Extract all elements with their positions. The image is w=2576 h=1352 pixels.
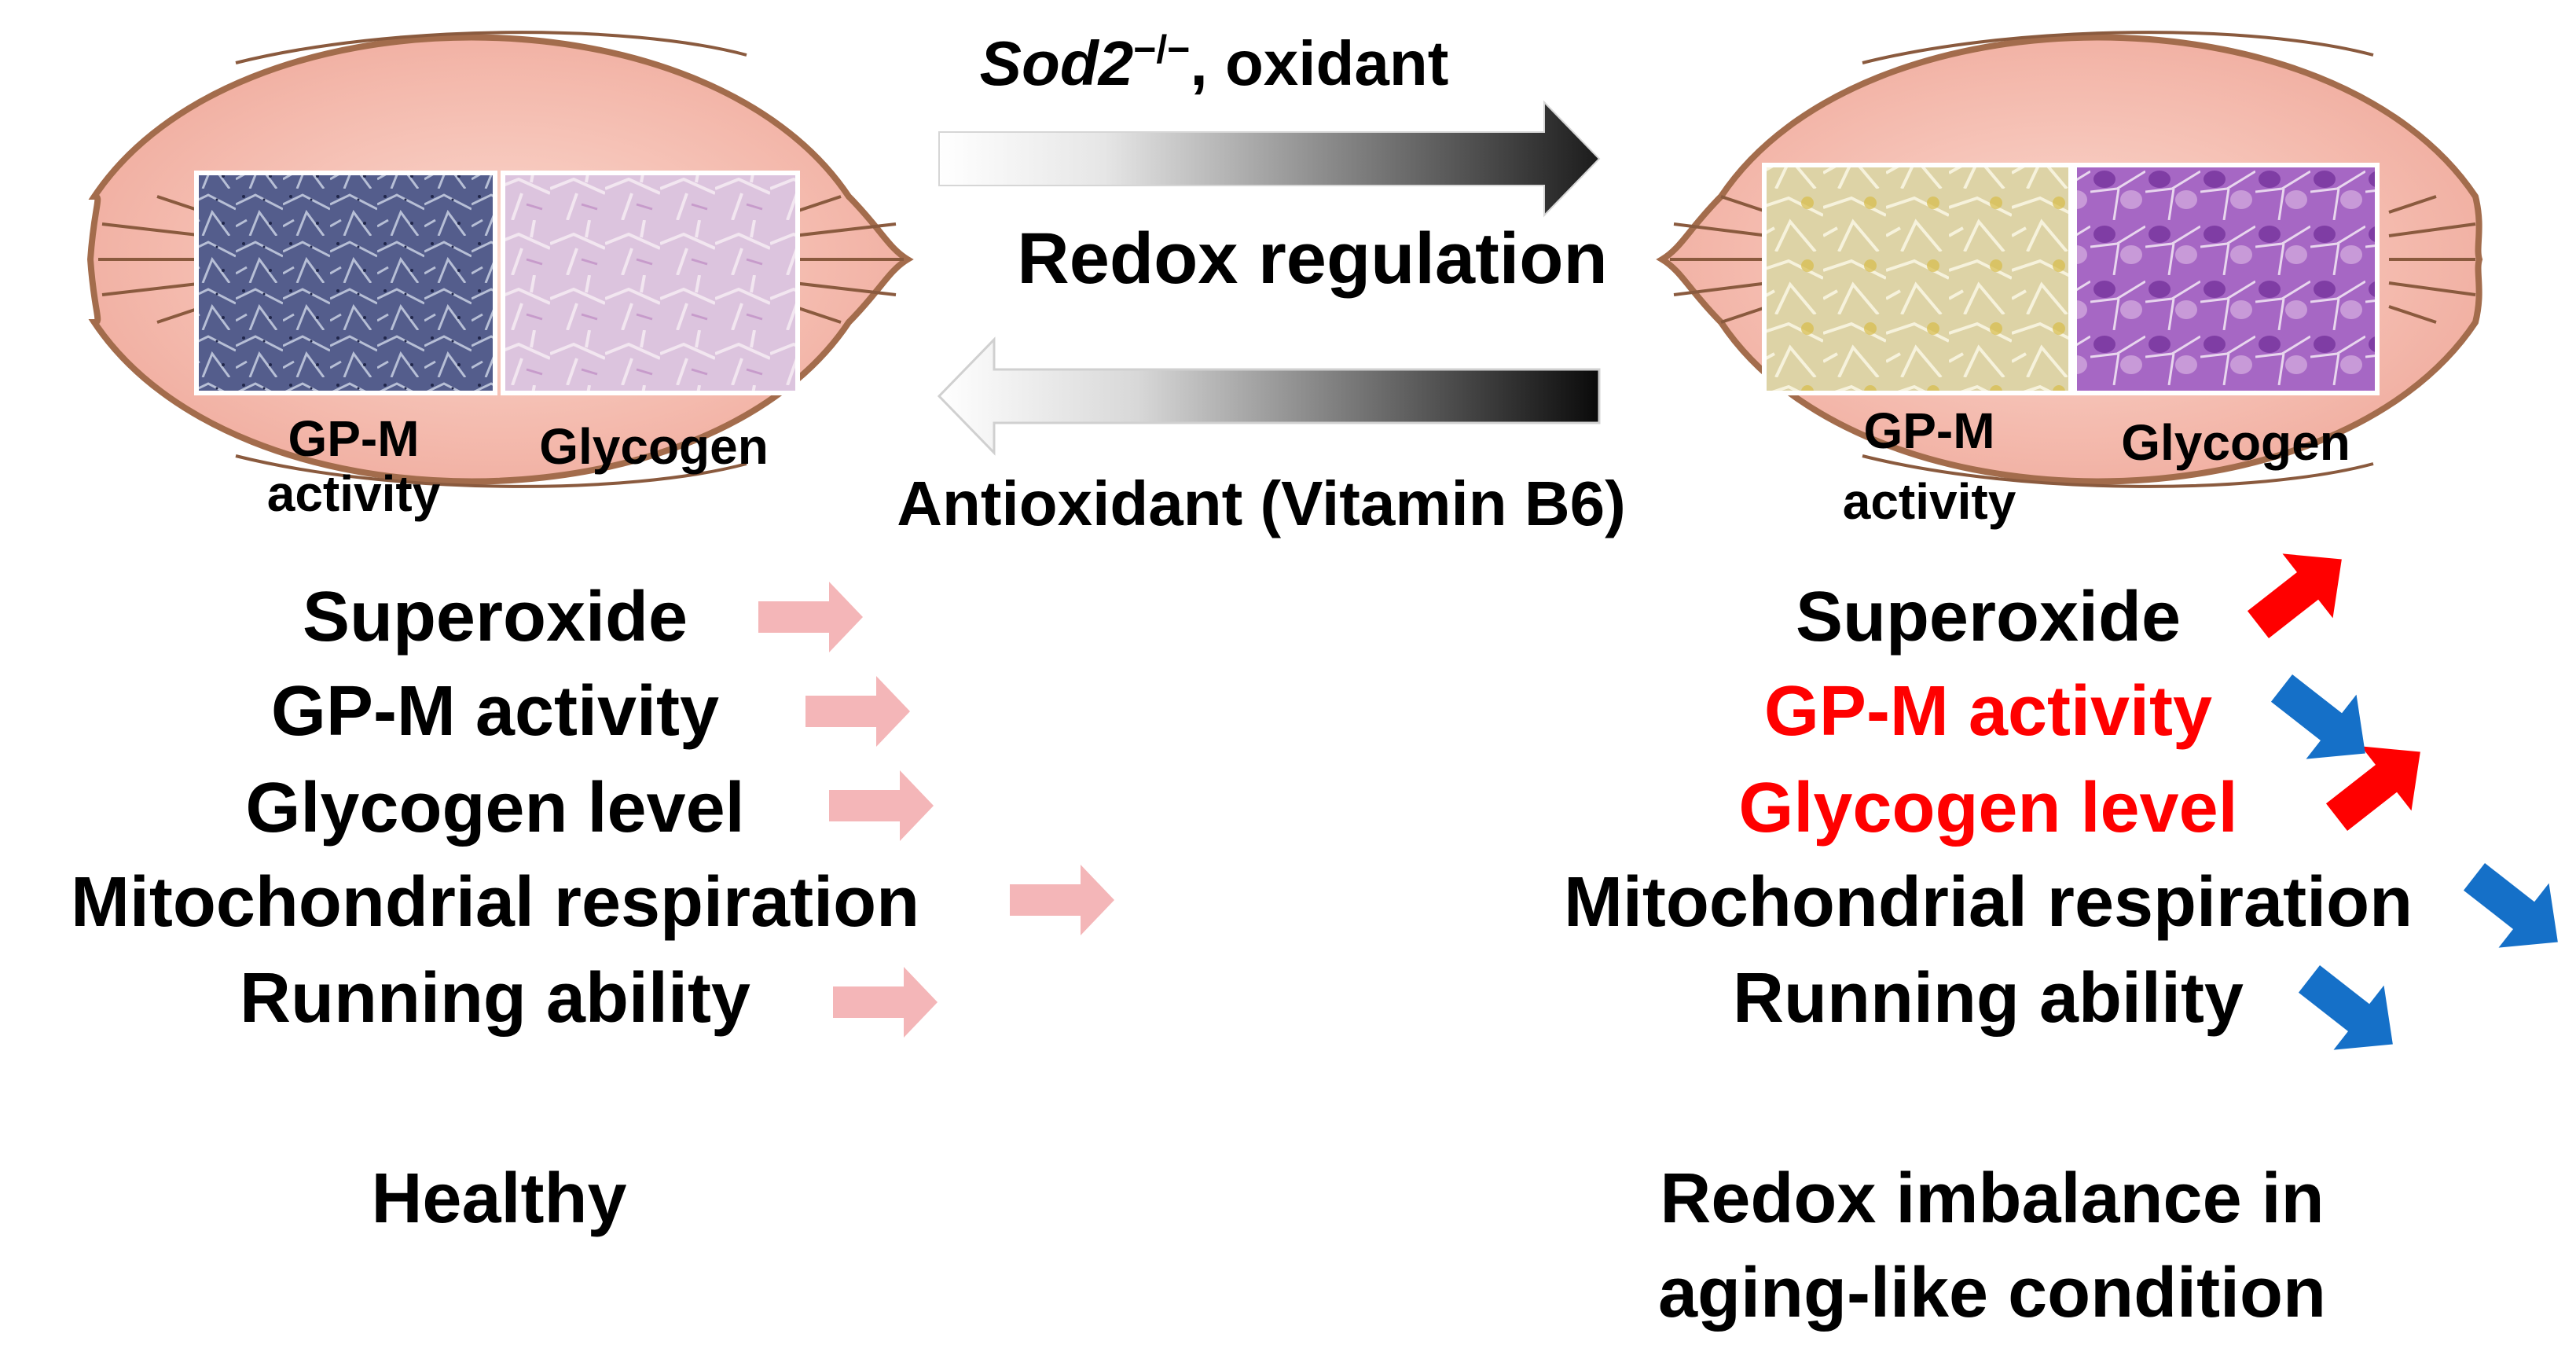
imbalance-item-gpm-activity: GP-M activity [1764, 672, 2212, 751]
imbalance-item-superoxide: Superoxide [1796, 578, 2181, 656]
healthy-superoxide-neutral-arrow [758, 582, 863, 652]
imbalance-glycogen-up-arrow [2325, 746, 2420, 831]
left-glycogen-stain-image [501, 171, 800, 395]
right-muscle-fibers [1670, 31, 2476, 488]
reverse-gradient-arrow [937, 336, 1601, 456]
right-gpm-label-line2: activity [1843, 473, 2016, 530]
healthy-item-mito-respiration: Mitochondrial respiration [71, 863, 919, 942]
left-gpm-stain-image [194, 171, 497, 395]
top-arrow-label-gene: Sod2 [980, 28, 1134, 98]
right-gpm-label-line1: GP-M [1863, 402, 1994, 459]
imbalance-running-down-arrow [2298, 965, 2393, 1050]
top-arrow-label-rest: , oxidant [1190, 28, 1448, 98]
left-gpm-label-line2: activity [267, 465, 441, 522]
healthy-gpm-neutral-arrow [805, 676, 910, 747]
redox-regulation-label: Redox regulation [1017, 219, 1607, 299]
right-gpm-stain-image [1762, 163, 2073, 395]
healthy-item-superoxide: Superoxide [303, 578, 688, 656]
healthy-running-neutral-arrow [833, 967, 938, 1038]
right-glycogen-label: Glycogen [2121, 414, 2350, 471]
imbalance-caption-line2: aging-like condition [1658, 1254, 2326, 1332]
right-glycogen-stain-image [2072, 163, 2380, 395]
healthy-mito-neutral-arrow [1010, 865, 1114, 935]
imbalance-item-mito-respiration: Mitochondrial respiration [1564, 863, 2413, 942]
healthy-glycogen-neutral-arrow [829, 770, 934, 841]
imbalance-list: Superoxide GP-M activity Glycogen level … [1564, 553, 2558, 1332]
left-gpm-label-line1: GP-M [288, 410, 419, 467]
left-muscle-fibers [98, 31, 904, 488]
imbalance-caption-line1: Redox imbalance in [1660, 1159, 2324, 1238]
healthy-item-gpm-activity: GP-M activity [271, 672, 719, 751]
right-muscle-illustration: GP-M activity Glycogen [1656, 31, 2483, 530]
left-glycogen-label: Glycogen [539, 418, 769, 475]
antioxidant-label: Antioxidant (Vitamin B6) [897, 468, 1625, 538]
imbalance-superoxide-up-arrow [2247, 553, 2342, 638]
top-arrow-label-sup: −/− [1133, 28, 1190, 72]
imbalance-item-glycogen-level: Glycogen level [1738, 769, 2237, 847]
healthy-item-running-ability: Running ability [240, 959, 750, 1038]
forward-gradient-arrow [938, 100, 1601, 218]
imbalance-gpm-down-arrow [2270, 674, 2365, 759]
left-muscle-illustration: GP-M activity Glycogen [86, 31, 914, 522]
top-arrow-label: Sod2−/−, oxidant [980, 28, 1449, 98]
healthy-list: Superoxide GP-M activity Glycogen level … [71, 578, 1114, 1238]
imbalance-mito-down-arrow [2463, 863, 2558, 948]
healthy-item-glycogen-level: Glycogen level [245, 769, 744, 847]
center-regulation: Sod2−/−, oxidant Redox regulation Antiox… [897, 28, 1625, 538]
imbalance-item-running-ability: Running ability [1733, 959, 2244, 1038]
healthy-caption: Healthy [371, 1159, 626, 1238]
